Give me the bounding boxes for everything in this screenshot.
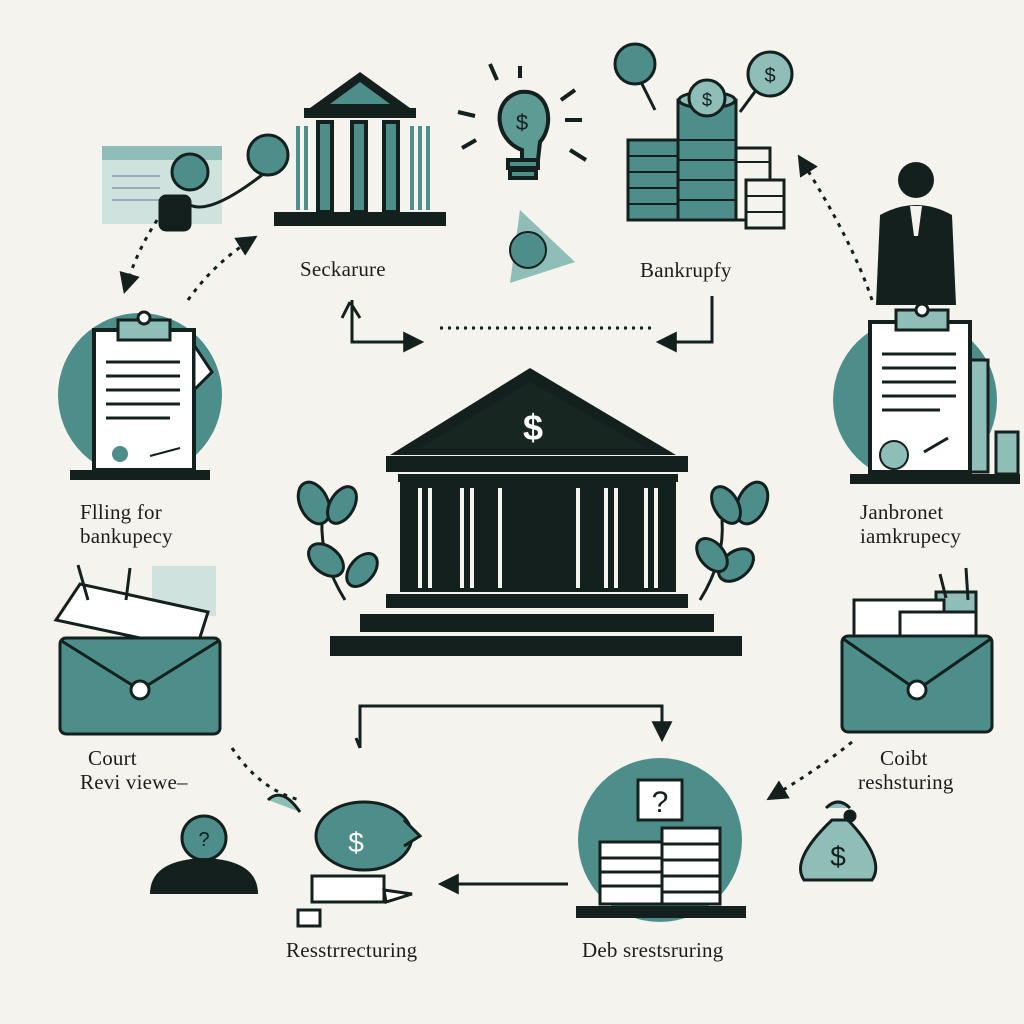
arrow-to-coins bbox=[797, 154, 874, 301]
bulb-dollar-sign: $ bbox=[516, 110, 528, 135]
arrow-to-courthouse bbox=[186, 235, 258, 301]
arrow-center-right bbox=[655, 296, 714, 353]
arrow-courthouse-to-center bbox=[350, 300, 425, 353]
bank-dollar-sign: $ bbox=[523, 407, 543, 448]
label-top-left-text: Seckarure bbox=[300, 257, 386, 281]
left-laurel-icon bbox=[296, 480, 379, 601]
clipboard-filing-icon bbox=[58, 310, 222, 480]
central-bank-icon: $ bbox=[330, 368, 742, 656]
right-laurel-icon bbox=[695, 480, 770, 601]
label-left-lower-line2: Revi viewe– bbox=[80, 770, 188, 794]
label-bankrupfy: Bankrupfy bbox=[640, 258, 732, 282]
label-left-lower-line1: Court bbox=[88, 746, 137, 770]
envelope-left-icon bbox=[53, 564, 222, 736]
piggy-bank-icon: $ bbox=[266, 793, 423, 928]
arrow-to-debt bbox=[766, 740, 853, 801]
envelope-right-icon bbox=[840, 567, 994, 734]
arrow-bottom-loop bbox=[358, 704, 673, 748]
coins-question-mark: ? bbox=[652, 786, 669, 819]
label-right-upper-line1: Janbronet bbox=[860, 500, 944, 524]
label-janbronet: Janbronet iamkrupecy bbox=[860, 500, 961, 548]
arrow-to-restructuring bbox=[230, 747, 301, 802]
coin-dollar-sign: $ bbox=[764, 65, 775, 87]
bag-dollar-sign: $ bbox=[830, 841, 846, 872]
label-bottom-left-text: Resstrrecturing bbox=[286, 938, 418, 962]
person-question-mark: ? bbox=[198, 829, 209, 851]
label-right-lower-line1: Coibt bbox=[880, 746, 928, 770]
lightbulb-icon: $ bbox=[457, 63, 588, 180]
label-coibt-reshsturing: Coibt reshsturing bbox=[858, 746, 954, 794]
arrow-to-filing bbox=[119, 195, 177, 295]
label-filing-for-bankruptcy: Flling for bankupecy bbox=[80, 500, 173, 548]
label-top-right-text: Bankrupfy bbox=[640, 258, 732, 282]
businessman-icon bbox=[876, 162, 956, 305]
coin-dollar-sign: $ bbox=[702, 90, 712, 110]
coins-question-icon: ? bbox=[576, 758, 746, 922]
label-deb-srestsruring: Deb srestsruring bbox=[582, 938, 723, 962]
recycle-leaf-icon bbox=[509, 210, 575, 283]
label-left-upper-line1: Flling for bbox=[80, 500, 162, 524]
money-bag-icon: $ bbox=[799, 800, 878, 882]
piggy-dollar-sign: $ bbox=[348, 827, 364, 858]
clipboard-document-icon bbox=[833, 302, 1020, 484]
label-court-review: Court Revi viewe– bbox=[80, 746, 188, 794]
label-right-upper-line2: iamkrupecy bbox=[860, 524, 962, 548]
label-seckarure: Seckarure bbox=[300, 257, 386, 281]
label-resstrrecturing: Resstrrecturing bbox=[286, 938, 417, 962]
flow-arrows bbox=[119, 154, 874, 895]
coin-stacks-icon: $ $ bbox=[613, 42, 794, 230]
courthouse-icon bbox=[274, 72, 446, 226]
label-left-upper-line2: bankupecy bbox=[80, 524, 173, 548]
label-right-lower-line2: reshsturing bbox=[858, 770, 954, 794]
person-icon: ? bbox=[150, 814, 258, 894]
document-search-icon bbox=[102, 133, 290, 232]
label-bottom-right-text: Deb srestsruring bbox=[582, 938, 724, 962]
